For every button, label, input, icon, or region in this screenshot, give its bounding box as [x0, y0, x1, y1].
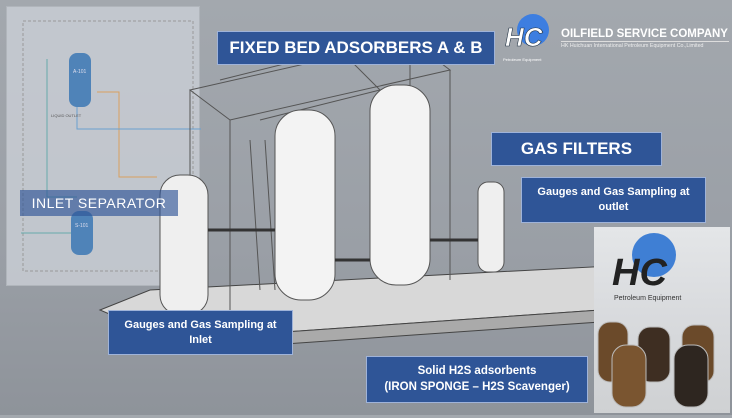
- pid-drawing: A-101 LIQUID OUTLET S-101: [21, 20, 201, 272]
- photo-logo-text: HC: [612, 252, 667, 294]
- label-gauges-outlet: Gauges and Gas Sampling at outlet: [521, 177, 706, 223]
- liquid-outlet-label: LIQUID OUTLET: [51, 113, 82, 118]
- adsorbents-line-1: Solid H2S adsorbents: [417, 364, 537, 377]
- adsorbents-line-2: (IRON SPONGE – H2S Scavenger): [384, 380, 570, 393]
- photo-logo-subtext: Petroleum Equipment: [614, 295, 681, 302]
- vessel-top-label: A-101: [73, 69, 87, 75]
- company-name: OILFIELD SERVICE COMPANY: [561, 28, 728, 40]
- adsorbent-samples-photo: HC Petroleum Equipment: [594, 227, 730, 413]
- label-solid-h2s-adsorbents: Solid H2S adsorbents (IRON SPONGE – H2S …: [366, 356, 588, 403]
- label-gauges-inlet: Gauges and Gas Sampling at Inlet: [108, 310, 293, 355]
- pid-diagram: A-101 LIQUID OUTLET S-101: [6, 6, 201, 286]
- label-inlet-separator: INLET SEPARATOR: [20, 190, 178, 216]
- label-fixed-bed-adsorbers: FIXED BED ADSORBERS A & B: [217, 31, 495, 65]
- vessel-bottom-label: S-101: [75, 223, 89, 229]
- adsorber-b-vessel: [369, 84, 431, 286]
- vessel-s101-icon: [71, 211, 93, 255]
- gas-filter-vessel: [477, 181, 505, 273]
- company-logo: HC Petroleum Equipment: [503, 12, 553, 62]
- label-gas-filters: GAS FILTERS: [491, 132, 662, 166]
- adsorber-a-vessel: [274, 109, 336, 301]
- logo-subtext: Petroleum Equipment: [503, 57, 542, 62]
- logo-text: HC: [505, 22, 544, 52]
- vessel-a101-icon: [69, 53, 91, 107]
- company-full-name: HK Huichuan International Petroleum Equi…: [561, 43, 704, 49]
